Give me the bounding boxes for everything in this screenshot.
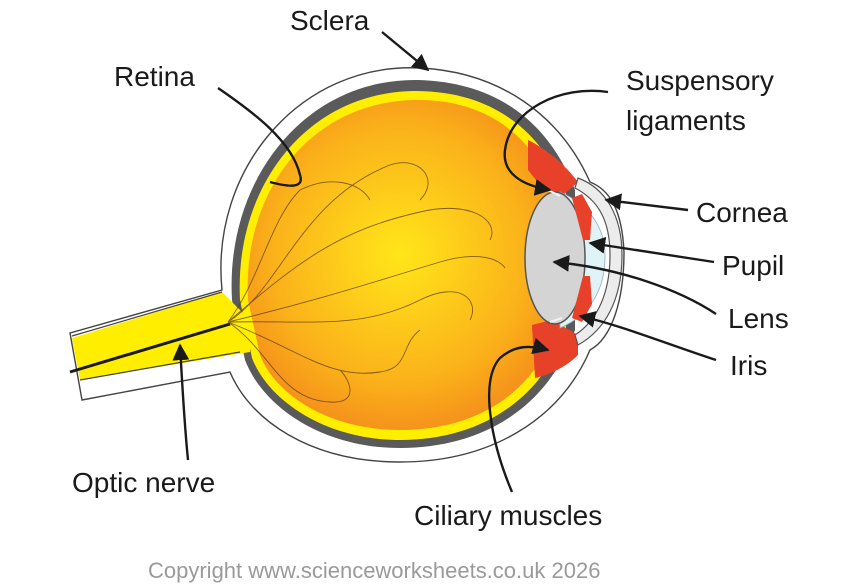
retina-pointer [217,87,302,187]
cornea-pointer [604,193,689,212]
copyright-text: Copyright www.scienceworksheets.co.uk 20… [148,558,600,583]
ciliary-muscle-shape [532,320,578,378]
sclera-pointer [381,31,430,72]
label-ciliary-muscles: Ciliary muscles [414,500,602,531]
label-suspensory-line2: ligaments [626,105,746,136]
iris-lower [572,276,592,322]
optic-nerve-sheath-edge-top [71,291,223,337]
optic-nerve-sheath-edge-bottom [79,351,241,381]
optic-nerve-line [69,322,231,374]
iris-pointer [578,311,717,362]
label-iris: Iris [730,350,767,381]
lens-pointer [552,255,717,315]
label-pointers [172,31,717,493]
label-lens: Lens [728,303,789,334]
ciliary-pointer [488,337,550,493]
iris-upper [572,194,592,240]
label-cornea: Cornea [696,197,788,228]
label-pupil: Pupil [722,250,784,281]
pupil-pointer [588,236,715,264]
optic-nerve-pointer [172,343,190,461]
label-sclera: Sclera [290,5,370,36]
label-optic-nerve: Optic nerve [72,467,215,498]
cornea-shape [574,177,623,346]
label-suspensory-line1: Suspensory [626,65,774,96]
label-retina: Retina [114,61,195,92]
blood-vessels [227,162,506,403]
suspensory-pointer [503,89,609,196]
